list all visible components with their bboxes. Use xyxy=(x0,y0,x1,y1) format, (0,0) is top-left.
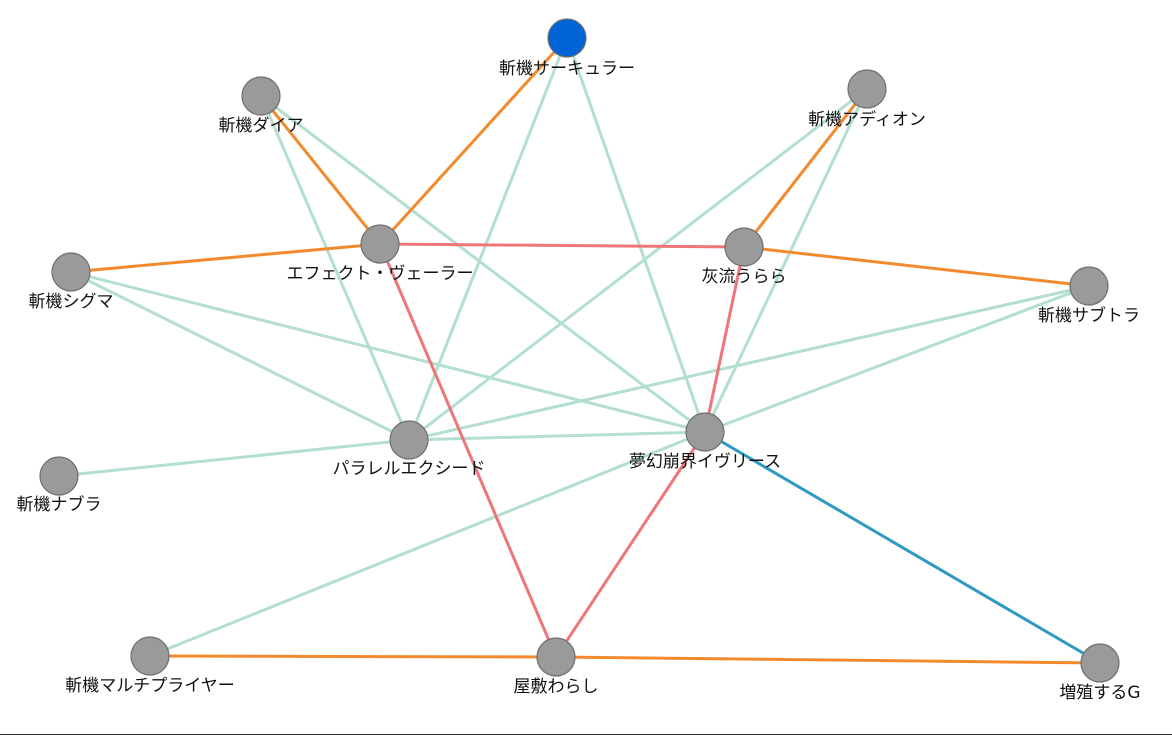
node-label-haiyu: 灰流うらら xyxy=(702,267,787,287)
edge-multiplier-evilis xyxy=(149,430,706,658)
edge-dia-parallel xyxy=(259,95,411,441)
edge-sigma-evilis xyxy=(70,270,706,434)
edge-sigma-parallel xyxy=(70,270,410,442)
node-label-dia: 斬機ダイア xyxy=(219,116,304,136)
node-label-addition: 斬機アディオン xyxy=(808,109,926,130)
edge-dia-effect xyxy=(259,95,382,245)
edge-addition-haiyu xyxy=(742,88,869,248)
node-subtra[interactable] xyxy=(1069,266,1109,306)
node-dia[interactable] xyxy=(241,76,281,116)
edge-circular-effect xyxy=(378,36,569,246)
node-effect[interactable] xyxy=(360,224,400,264)
node-yashiki[interactable] xyxy=(536,637,576,677)
node-haiyu[interactable] xyxy=(724,227,764,267)
edge-sigma-effect xyxy=(70,242,381,274)
edge-effect-haiyu xyxy=(379,242,745,249)
node-label-subtra: 斬機サブトラ xyxy=(1038,305,1140,326)
node-label-parallel: パラレルエクシード xyxy=(333,459,486,479)
edge-subtra-parallel xyxy=(408,284,1090,442)
node-addition[interactable] xyxy=(847,69,887,109)
node-circular[interactable] xyxy=(547,18,587,58)
edge-effect-yashiki xyxy=(378,243,558,658)
edge-subtra-evilis xyxy=(704,284,1090,434)
node-label-sigma: 斬機シグマ xyxy=(29,292,114,312)
node-parallel[interactable] xyxy=(389,420,429,460)
bottom-divider xyxy=(0,734,1172,735)
edge-nabla-parallel xyxy=(58,438,410,478)
node-label-g: 増殖するG xyxy=(1059,683,1140,703)
node-nabla[interactable] xyxy=(39,456,79,496)
edge-addition-evilis xyxy=(703,88,869,433)
edge-evilis-g xyxy=(704,430,1101,665)
node-g[interactable] xyxy=(1080,643,1120,683)
node-label-circular: 斬機サーキュラー xyxy=(499,59,635,79)
edge-multiplier-yashiki xyxy=(149,654,557,659)
node-label-yashiki: 屋敷わらし xyxy=(514,677,599,697)
node-label-evilis: 夢幻崩界イヴリース xyxy=(629,452,781,472)
node-evilis[interactable] xyxy=(685,412,725,452)
edge-evilis-yashiki xyxy=(554,431,707,658)
nodes-layer xyxy=(39,18,1120,683)
edge-circular-evilis xyxy=(565,37,707,433)
edge-parallel-evilis xyxy=(408,430,706,442)
node-label-effect: エフェクト・ヴェーラー xyxy=(287,264,474,284)
node-sigma[interactable] xyxy=(51,252,91,292)
edges-layer xyxy=(58,36,1101,665)
edge-haiyu-evilis xyxy=(703,246,746,433)
node-label-nabla: 斬機ナブラ xyxy=(17,494,102,515)
edge-dia-evilis xyxy=(260,94,706,434)
node-multiplier[interactable] xyxy=(130,636,170,676)
node-label-multiplier: 斬機マルチプライヤー xyxy=(65,676,235,696)
edge-addition-parallel xyxy=(408,87,868,442)
edge-yashiki-g xyxy=(555,655,1101,665)
edge-haiyu-subtra xyxy=(743,245,1090,288)
